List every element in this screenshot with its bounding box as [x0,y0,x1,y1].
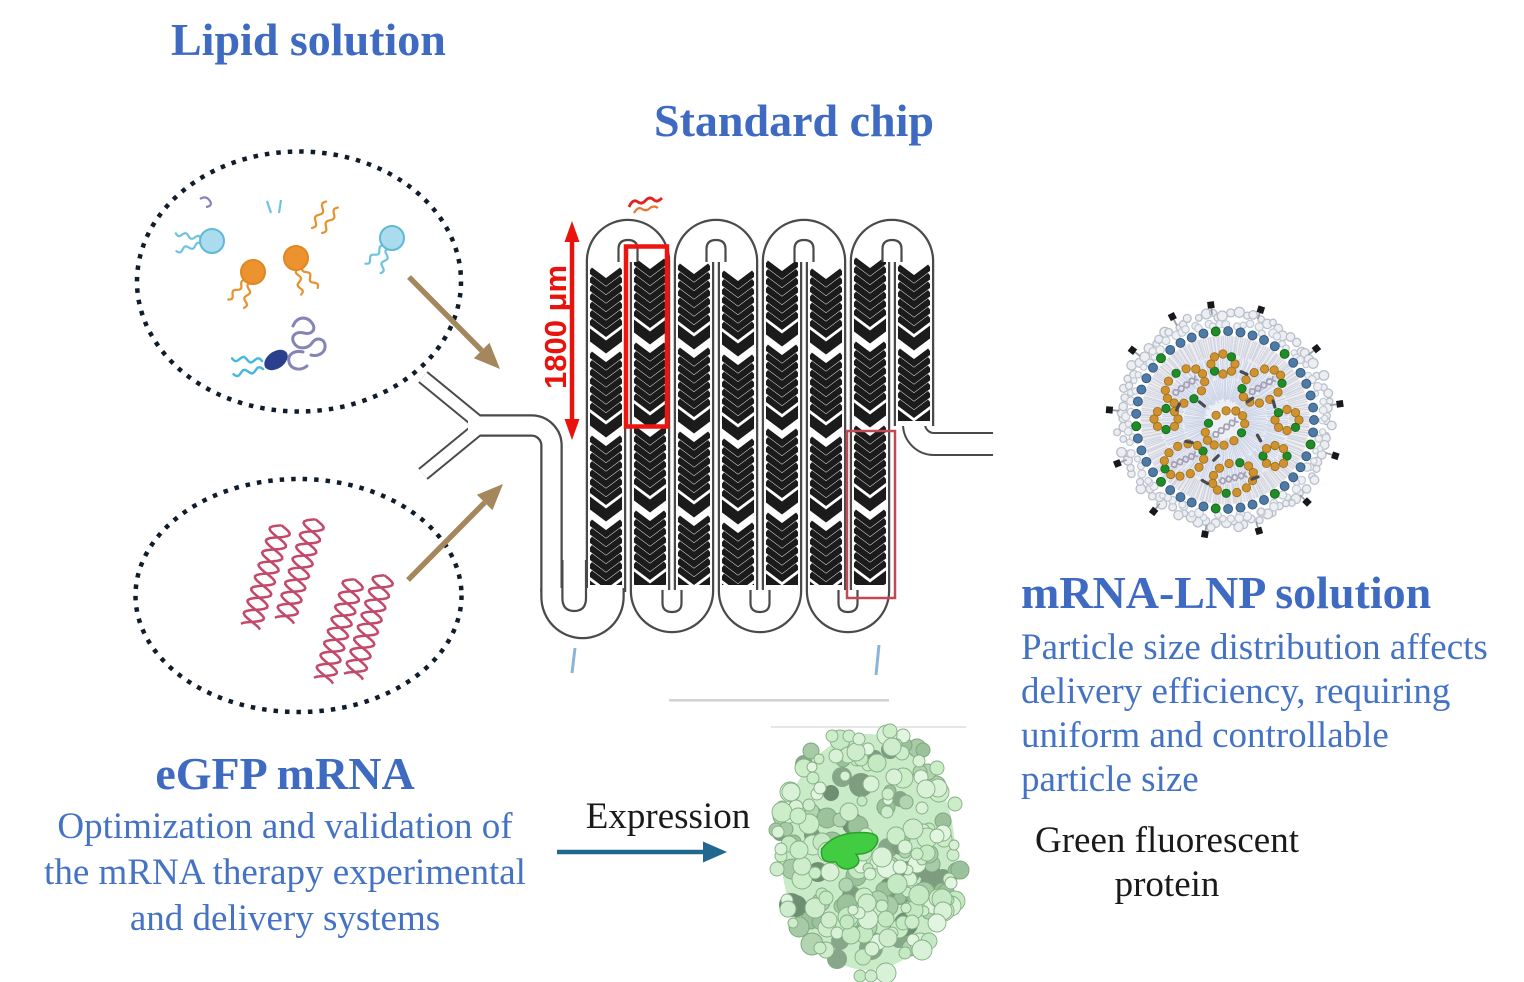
svg-text:1800 μm: 1800 μm [538,265,573,389]
